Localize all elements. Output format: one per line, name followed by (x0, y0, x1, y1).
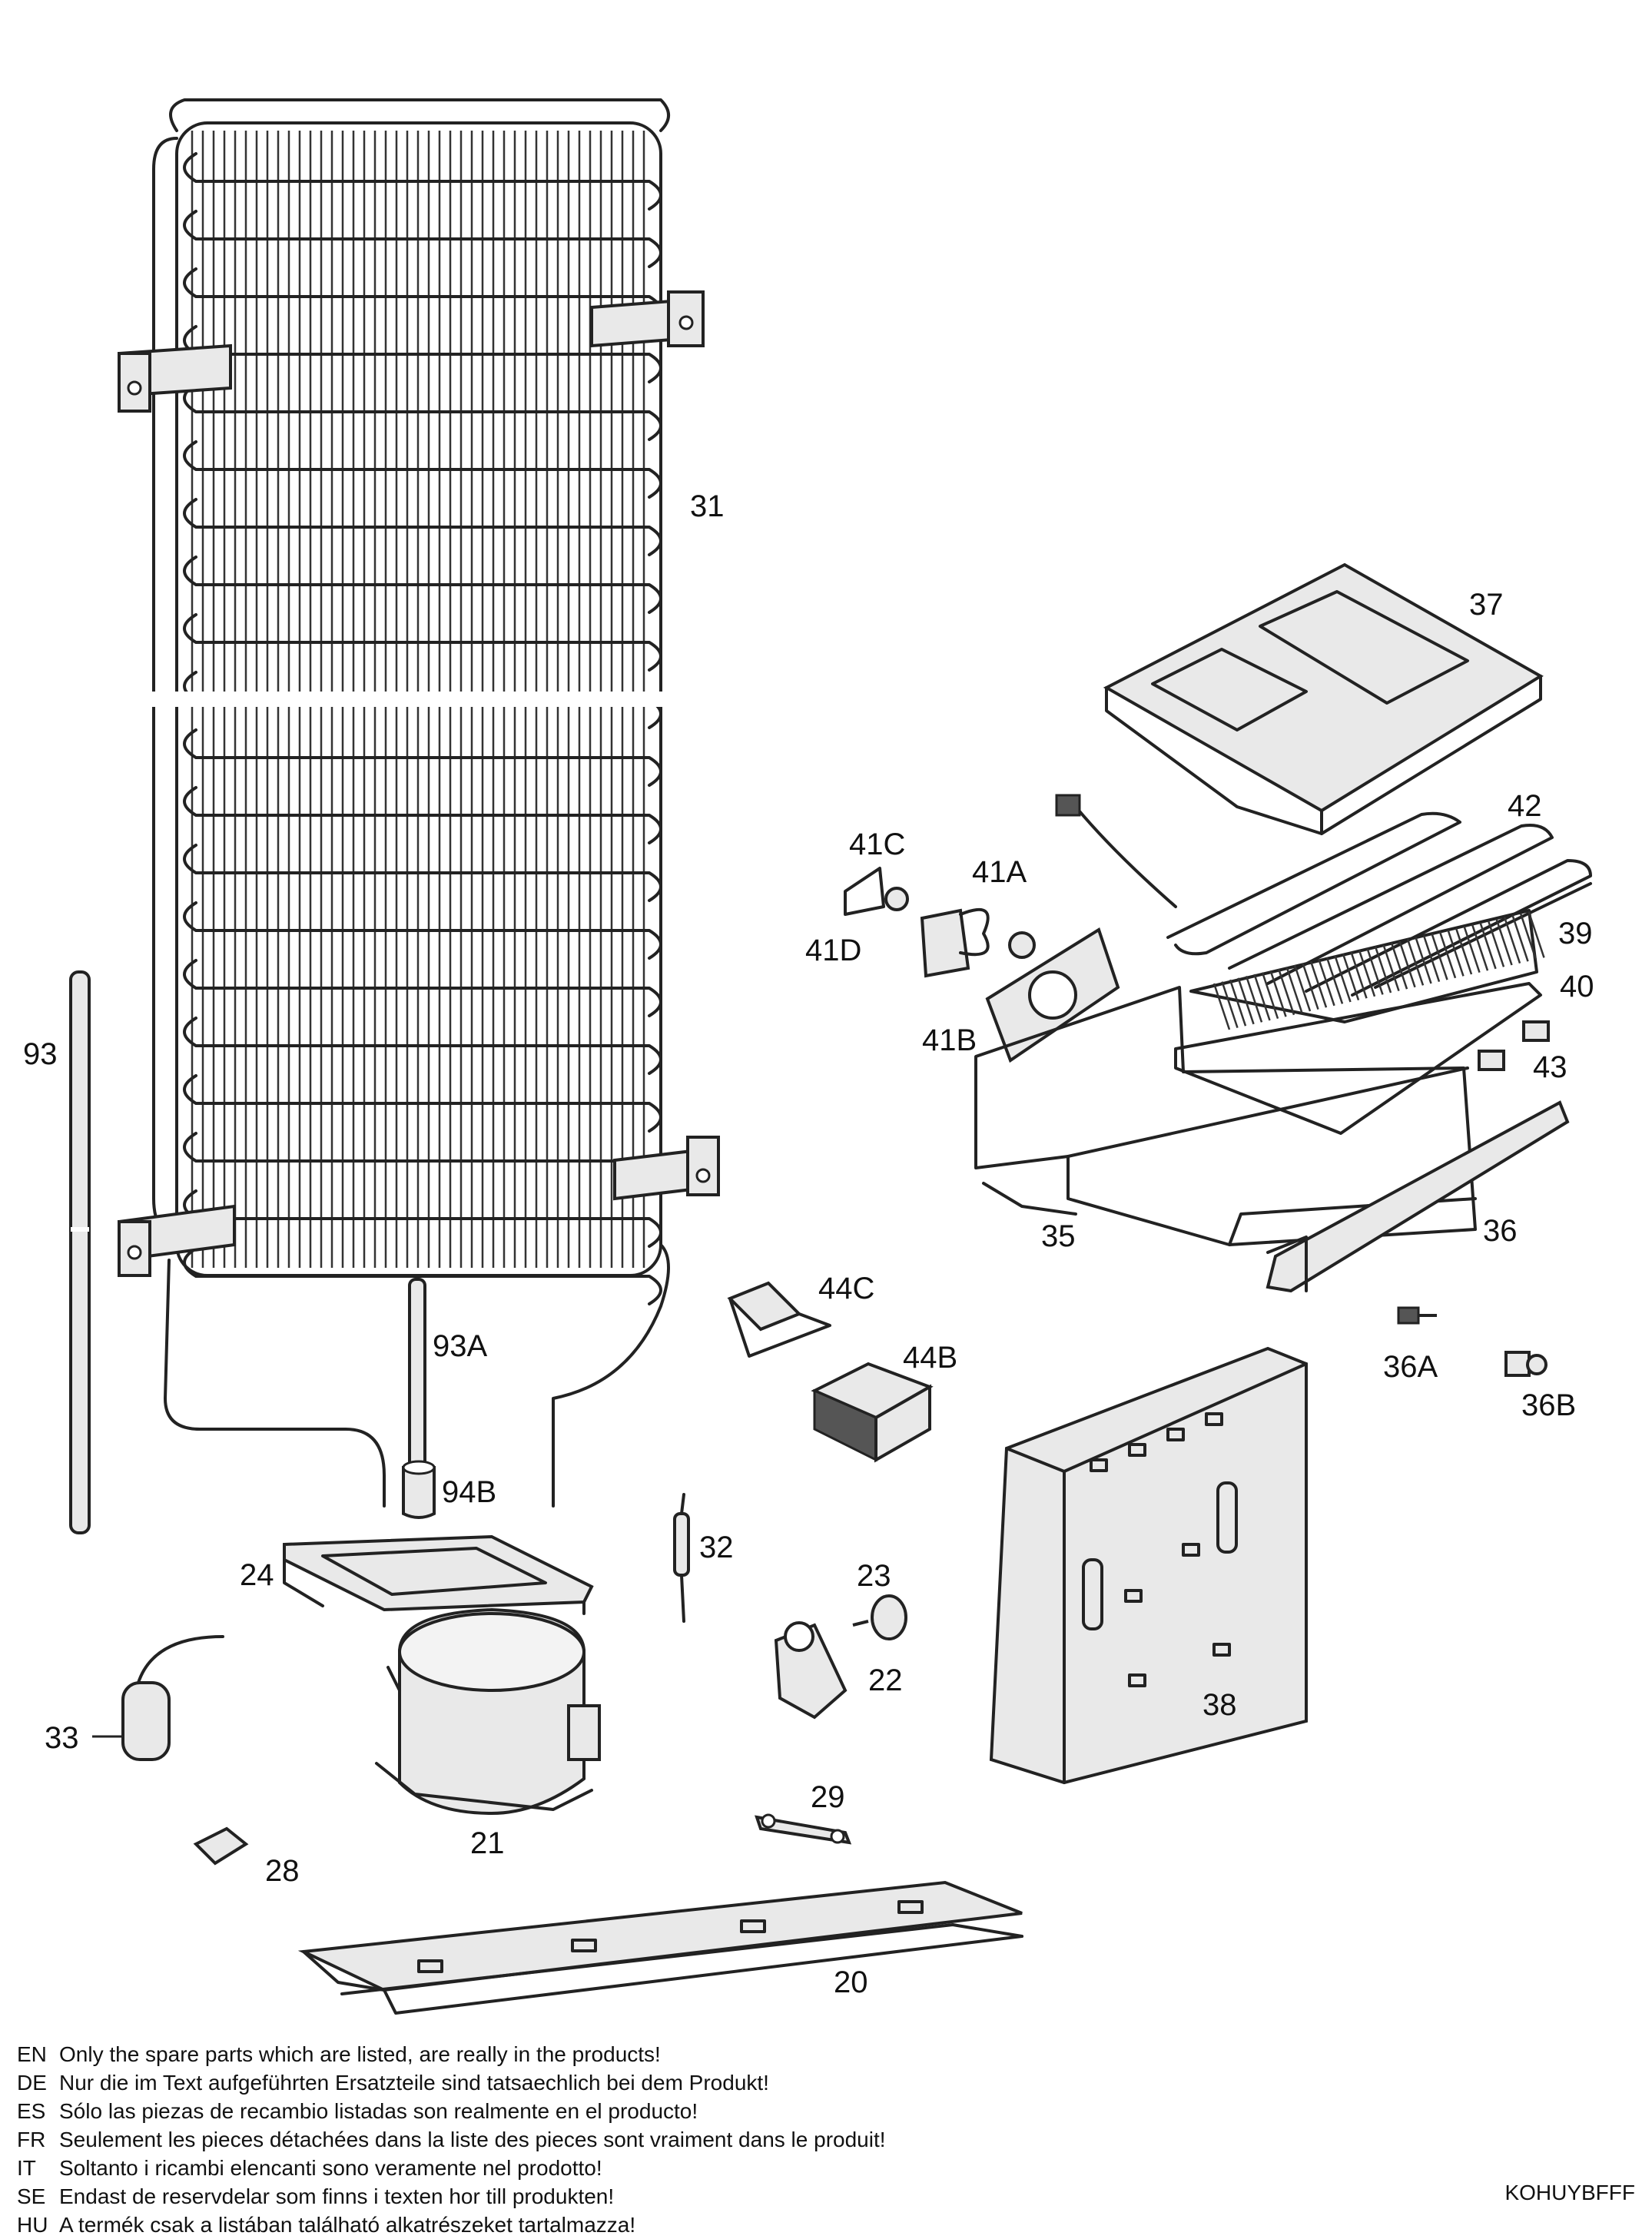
relay-box-44B (811, 1362, 934, 1463)
callout-31: 31 (690, 489, 725, 523)
language-notes: EN Only the spare parts which are listed,… (17, 2040, 1323, 2239)
callout-36B: 36B (1521, 1388, 1576, 1422)
callout-41B: 41B (922, 1023, 977, 1057)
callout-94B: 94B (442, 1475, 496, 1509)
note-line: FR Seulement les pieces détachées dans la… (17, 2125, 1323, 2154)
note-line: HU A termék csak a listában található alk… (17, 2211, 1323, 2239)
overload-protector-23 (852, 1594, 907, 1640)
note-line: DE Nur die im Text aufgeführten Ersatztei… (17, 2068, 1323, 2097)
compressor-21 (375, 1607, 601, 1816)
callout-36A: 36A (1383, 1350, 1438, 1384)
callout-29: 29 (811, 1780, 845, 1814)
language-code: ES (17, 2099, 46, 2123)
callout-37: 37 (1469, 588, 1504, 622)
callout-40: 40 (1560, 970, 1594, 1003)
callout-41C: 41C (849, 828, 905, 861)
note-text: Sólo las piezas de recambio listadas son… (59, 2099, 698, 2123)
callout-33: 33 (45, 1721, 79, 1755)
language-code: FR (17, 2128, 46, 2151)
compressor-frame-24 (283, 1534, 594, 1615)
defrost-heater-42 (1055, 794, 1592, 997)
drain-channel-36 (1266, 1100, 1570, 1293)
sensor-32 (673, 1493, 690, 1623)
callout-21: 21 (470, 1826, 505, 1860)
note-text: Endast de reservdelar som finns i texten… (59, 2184, 615, 2208)
callout-32: 32 (699, 1531, 734, 1564)
note-text: Seulement les pieces détachées dans la l… (59, 2128, 886, 2151)
evaporator-39 (1189, 909, 1545, 1030)
callout-35: 35 (1041, 1219, 1076, 1253)
part-36A (1397, 1306, 1437, 1325)
back-panel-38 (989, 1346, 1308, 1785)
fan-motor-41A (884, 887, 1036, 978)
insulation-plate-40 (1174, 982, 1542, 1135)
part-36B (1504, 1351, 1548, 1377)
callout-36: 36 (1483, 1214, 1518, 1248)
fan-bracket-41C (844, 867, 885, 916)
note-line: SE Endast de reservdelar som finns i text… (17, 2182, 1323, 2211)
note-line: IT Soltanto i ricambi elencanti sono vera… (17, 2154, 1323, 2182)
sleeve-94B (402, 1460, 436, 1519)
callout-42: 42 (1508, 789, 1542, 823)
base-rails-20 (297, 1880, 1023, 2015)
language-code: DE (17, 2071, 47, 2095)
panel-slots (1082, 1412, 1238, 1687)
callout-39: 39 (1558, 917, 1593, 950)
callout-38: 38 (1203, 1688, 1237, 1722)
note-text: Soltanto i ricambi elencanti sono verame… (59, 2156, 602, 2180)
callout-93: 93 (23, 1037, 58, 1071)
clips-43 (1478, 1020, 1550, 1071)
language-code: EN (17, 2042, 47, 2066)
drain-tube-93 (69, 970, 91, 1534)
note-line: ES Sólo las piezas de recambio listadas s… (17, 2097, 1323, 2125)
note-text: A termék csak a listában található alkat… (59, 2213, 636, 2237)
callout-22: 22 (868, 1663, 903, 1697)
capacitor-33 (92, 1635, 224, 1761)
note-line: EN Only the spare parts which are listed,… (17, 2040, 1323, 2068)
callout-41D: 41D (805, 934, 861, 967)
callout-44B: 44B (903, 1341, 957, 1375)
evaporator-cover-37 (1103, 562, 1544, 835)
starter-relay-22 (774, 1621, 848, 1720)
clip-28 (193, 1826, 249, 1866)
relay-bracket-44C (727, 1281, 831, 1358)
condenser-coil-31 (115, 98, 720, 1508)
callout-93A: 93A (433, 1329, 487, 1363)
language-code: SE (17, 2184, 46, 2208)
callout-43: 43 (1533, 1050, 1567, 1084)
language-code: HU (17, 2213, 48, 2237)
strap-29 (755, 1813, 852, 1845)
fan-cover-41B (985, 927, 1120, 1063)
callout-20: 20 (834, 1965, 868, 1999)
reference-code: KOHUYBFFF (1504, 2181, 1635, 2204)
callout-44C: 44C (818, 1272, 874, 1305)
language-code: IT (17, 2156, 36, 2180)
callout-24: 24 (240, 1558, 274, 1592)
callout-41A: 41A (972, 855, 1027, 889)
note-text: Nur die im Text aufgeführten Ersatzteile… (59, 2071, 769, 2095)
callout-28: 28 (265, 1854, 300, 1888)
callout-23: 23 (857, 1559, 891, 1593)
note-text: Only the spare parts which are listed, a… (59, 2042, 661, 2066)
